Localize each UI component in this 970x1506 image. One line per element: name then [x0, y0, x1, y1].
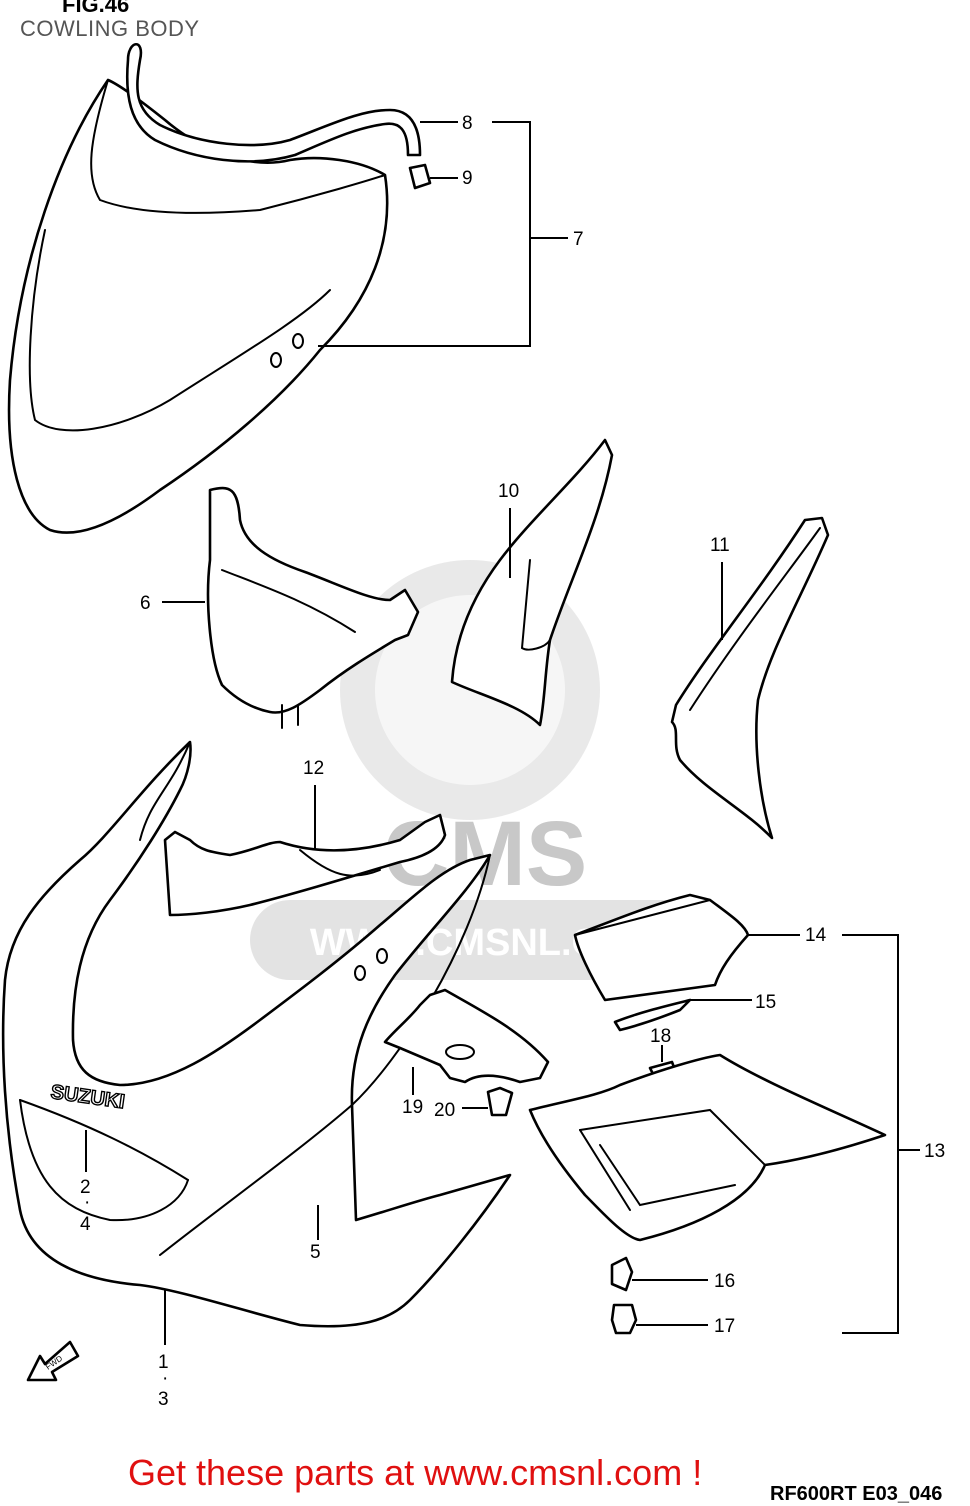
- callout-1: 1: [158, 1352, 169, 1373]
- callout-20: 20: [434, 1100, 455, 1121]
- leader-lines: [85, 121, 920, 1345]
- callout-11: 11: [710, 535, 730, 556]
- side-panel-right: [670, 516, 830, 840]
- grommet: [408, 163, 432, 190]
- bracket-19: [383, 988, 550, 1084]
- fwd-arrow-icon: FWD: [26, 1340, 80, 1382]
- callout-5: 5: [310, 1242, 321, 1263]
- promo-link[interactable]: Get these parts at www.cmsnl.com !: [128, 1452, 703, 1493]
- page-title: COWLING BODY: [20, 16, 200, 41]
- callout-numbers: 8 9 7 6 10 11 12 14 15 18 13 19 20 16 17…: [80, 113, 945, 1410]
- callout-19: 19: [402, 1097, 423, 1118]
- callout-18: 18: [650, 1026, 671, 1047]
- callout-9: 9: [462, 168, 473, 189]
- callout-13: 13: [924, 1141, 945, 1162]
- callout-4: 4: [80, 1214, 91, 1235]
- callout-2: 2: [80, 1177, 91, 1198]
- callout-dot: ·: [162, 1368, 168, 1389]
- callout-17: 17: [714, 1316, 735, 1337]
- cover-14: [573, 893, 750, 1002]
- lower-cowling-tray: [528, 1053, 887, 1242]
- callout-dot: ·: [84, 1192, 90, 1213]
- strip-15: [613, 998, 692, 1032]
- callout-10: 10: [498, 481, 519, 502]
- windscreen-trim: [125, 42, 422, 163]
- middle-panel: [163, 813, 447, 917]
- figure-number: FIG.46: [62, 0, 130, 17]
- upper-cowling: SUZUKI: [1, 740, 512, 1328]
- callout-6: 6: [140, 593, 151, 614]
- clip-16: [610, 1256, 634, 1292]
- screw-17: [610, 1303, 638, 1335]
- callout-14: 14: [805, 925, 827, 946]
- diagram-code: RF600RT E03_046: [770, 1483, 943, 1505]
- callout-3: 3: [158, 1389, 169, 1410]
- callout-8: 8: [462, 113, 473, 134]
- callout-7: 7: [573, 229, 584, 250]
- callout-16: 16: [714, 1271, 735, 1292]
- callout-12: 12: [303, 758, 324, 779]
- side-panel-left: [450, 438, 614, 727]
- bolt-20: [486, 1086, 514, 1117]
- callout-15: 15: [755, 992, 776, 1013]
- inner-panel: [206, 486, 420, 729]
